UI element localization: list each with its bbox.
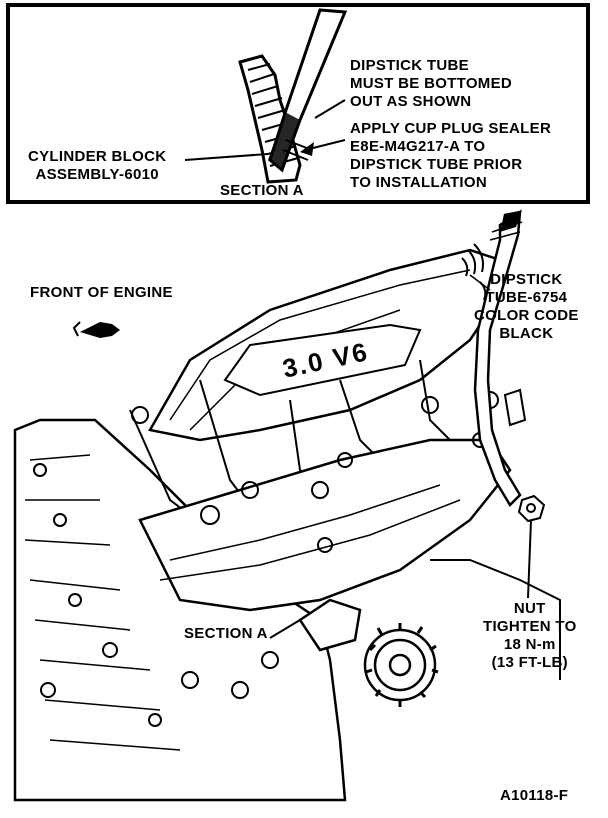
pulley-icon: [363, 623, 439, 707]
oil-pan-neck: [298, 598, 362, 652]
dipstick-label-line-1: DIPSTICK: [490, 271, 563, 288]
inset-frame: [6, 3, 590, 204]
tube-note-line-3: OUT AS SHOWN: [350, 93, 472, 110]
dipstick-tube: [473, 209, 522, 508]
dipstick-label-line-2: TUBE-6754: [485, 289, 568, 306]
tube-note-leader: [314, 99, 346, 119]
tube-note-line-1: DIPSTICK TUBE: [350, 57, 469, 74]
engine-assembly: [13, 209, 561, 802]
dipstick-tube-label: DIPSTICK TUBE-6754 COLOR CODE BLACK: [474, 271, 579, 343]
inset-dipstick-tube: [268, 8, 348, 173]
engine-block-outline: [13, 418, 347, 802]
sealer-note-line-4: TO INSTALLATION: [350, 174, 487, 191]
front-arrow-icon: [72, 321, 120, 338]
front-of-engine-label: FRONT OF ENGINE: [30, 284, 173, 301]
sealer-arrow-icon: [300, 142, 314, 156]
sealer-note: APPLY CUP PLUG SEALER E8E-M4G217-A TO DI…: [350, 120, 551, 192]
section-a-leader: [269, 619, 301, 639]
dipstick-bracket: [503, 388, 527, 427]
nut-label-line-2: TIGHTEN TO: [483, 618, 577, 635]
nut-label-line-3: 18 N-m: [503, 636, 556, 653]
cylinder-block-label: CYLINDER BLOCK ASSEMBLY-6010: [28, 148, 166, 184]
engine-badge-plate: [223, 323, 422, 397]
tube-note-line-2: MUST BE BOTTOMED: [350, 75, 513, 92]
dipstick-label-line-3: COLOR CODE: [474, 307, 579, 324]
nut-label-line-1: NUT: [513, 600, 546, 617]
sealer-note-line-1: APPLY CUP PLUG SEALER: [350, 120, 552, 137]
sealer-note-line-2: E8E-M4G217-A TO: [350, 138, 486, 155]
nut-icon: [517, 494, 546, 523]
block-label-leader: [184, 153, 269, 161]
inset-section-label: SECTION A: [220, 182, 304, 199]
tube-note: DIPSTICK TUBE MUST BE BOTTOMED OUT AS SH…: [350, 57, 512, 111]
cylinder-block-line-2: ASSEMBLY-6010: [35, 166, 159, 183]
heat-lines: [461, 243, 487, 301]
cylinder-block-line-1: CYLINDER BLOCK: [28, 148, 167, 165]
dipstick-label-line-4: BLACK: [499, 325, 554, 342]
dipstick-label-leader: [469, 274, 491, 291]
nut-label-line-4: (13 FT-LB): [491, 654, 568, 671]
front-cover-bolts: [33, 463, 279, 727]
intake-runners: [129, 359, 461, 531]
nut-torque-label: NUT TIGHTEN TO 18 N-m (13 FT-LB): [483, 600, 577, 672]
main-section-label: SECTION A: [184, 625, 268, 642]
sealer-note-line-3: DIPSTICK TUBE PRIOR: [350, 156, 523, 173]
lower-intake: [138, 438, 512, 612]
manifold-bolts: [131, 391, 499, 553]
section-a-inset: [6, 3, 590, 204]
figure-id: A10118-F: [500, 787, 569, 804]
